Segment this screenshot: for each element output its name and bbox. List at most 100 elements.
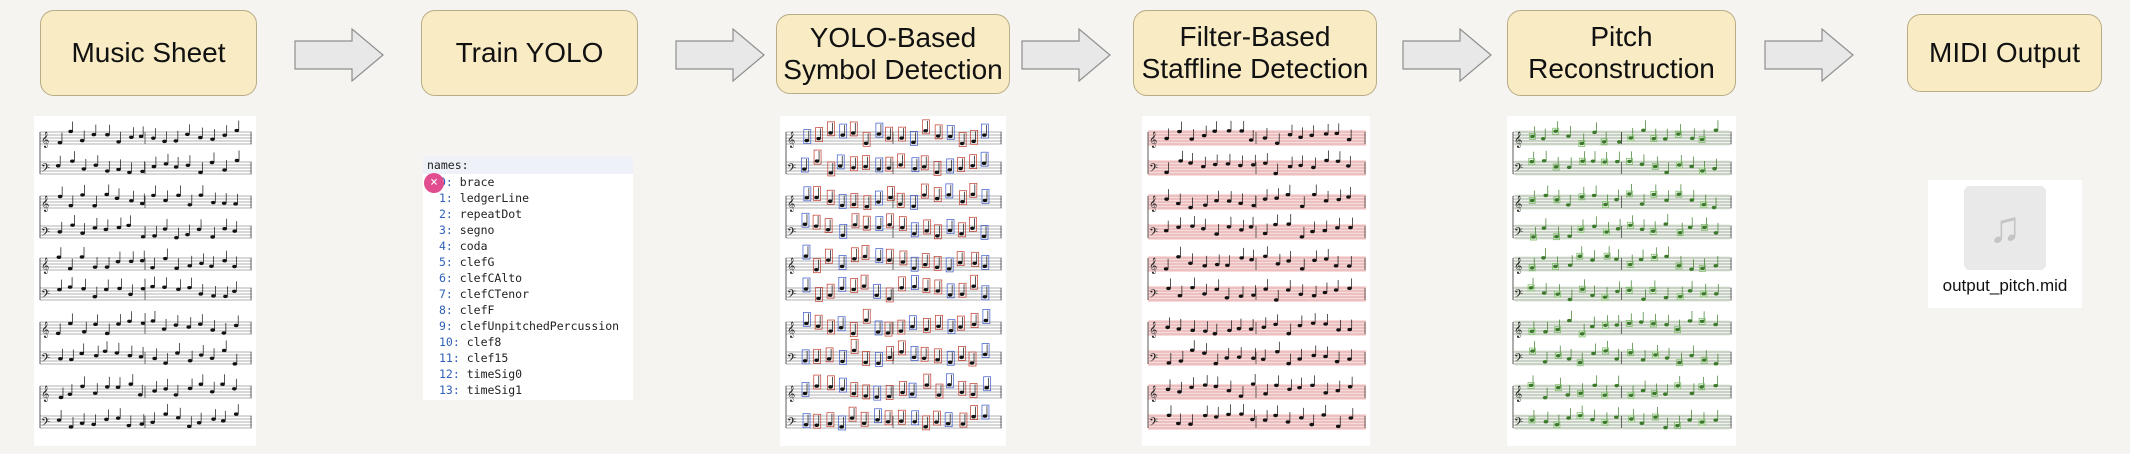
svg-text:𝄢: 𝄢 — [41, 288, 50, 304]
arrow-3 — [1021, 28, 1111, 82]
svg-text:𝄢: 𝄢 — [1514, 288, 1523, 304]
class-name: clef8 — [466, 335, 502, 349]
svg-text:𝄢: 𝄢 — [41, 226, 50, 242]
svg-text:𝄢: 𝄢 — [41, 162, 50, 178]
svg-text:𝄢: 𝄢 — [1514, 352, 1523, 368]
sheet-pitch-reconstruction: 𝄞𝄢𝄞𝄢𝄞𝄢𝄞𝄢𝄞𝄢 — [1507, 116, 1736, 446]
class-index: 12: — [439, 367, 460, 381]
arrow-4 — [1402, 28, 1492, 82]
sheet-staffline-detection: 𝄞𝄢𝄞𝄢𝄞𝄢𝄞𝄢𝄞𝄢 — [1142, 116, 1370, 446]
staff-system: 𝄞𝄢 — [39, 184, 252, 242]
arrow-1 — [294, 28, 384, 82]
staff-system: 𝄞𝄢 — [785, 308, 1002, 368]
svg-text:𝄢: 𝄢 — [787, 288, 796, 304]
staff-system: 𝄞𝄢 — [1147, 184, 1366, 242]
svg-text:𝄢: 𝄢 — [1514, 162, 1523, 178]
class-name: clefCTenor — [459, 287, 530, 301]
staff-system: 𝄞𝄢 — [1147, 246, 1366, 304]
close-icon: × — [424, 173, 444, 193]
stage-symbol-detection: YOLO-Based Symbol Detection — [776, 14, 1010, 94]
svg-text:𝄢: 𝄢 — [787, 226, 796, 242]
stage-train-yolo: Train YOLO — [421, 10, 638, 96]
class-index: 3: — [439, 223, 453, 237]
arrow-2 — [675, 28, 765, 82]
staff-system: 𝄞𝄢 — [39, 247, 252, 304]
staff-system: 𝄞𝄢 — [1512, 310, 1732, 368]
class-index: 10: — [439, 335, 460, 349]
svg-text:𝄞: 𝄞 — [787, 258, 795, 274]
class-entry: 10: clef8 — [423, 334, 633, 350]
staff-system: 𝄞𝄢 — [39, 120, 252, 178]
svg-text:𝄞: 𝄞 — [1514, 196, 1522, 212]
class-name: clefUnpitchedPercussion — [459, 319, 620, 333]
svg-text:𝄞: 𝄞 — [41, 322, 49, 338]
class-index: 8: — [439, 303, 453, 317]
class-index: 7: — [439, 287, 453, 301]
svg-text:𝄞: 𝄞 — [1514, 322, 1522, 338]
music-note-icon: ♫ — [1964, 186, 2046, 270]
class-entry: 0: brace — [423, 174, 633, 190]
staff-system: 𝄞𝄢 — [1147, 374, 1366, 432]
class-entry: 4: coda — [423, 238, 633, 254]
class-entry: 6: clefCAlto — [423, 270, 633, 286]
class-name: clefG — [459, 255, 495, 269]
class-entry: 12: timeSig0 — [423, 366, 633, 382]
class-index: 11: — [439, 351, 460, 365]
staff-system: 𝄞𝄢 — [785, 182, 1002, 242]
svg-text:𝄞: 𝄞 — [787, 196, 795, 212]
class-name: repeatDot — [459, 207, 523, 221]
svg-text:𝄢: 𝄢 — [41, 352, 50, 368]
class-index: 5: — [439, 255, 453, 269]
svg-text:𝄞: 𝄞 — [1149, 322, 1157, 338]
class-name: clef15 — [466, 351, 509, 365]
svg-text:𝄞: 𝄞 — [41, 386, 49, 402]
svg-text:𝄢: 𝄢 — [1149, 162, 1158, 178]
class-entry: 5: clefG — [423, 254, 633, 270]
class-name: brace — [459, 175, 495, 189]
staff-system: 𝄞𝄢 — [39, 374, 252, 432]
class-index: 4: — [439, 239, 453, 253]
class-entry: 7: clefCTenor — [423, 286, 633, 302]
svg-text:𝄢: 𝄢 — [1514, 226, 1523, 242]
class-entry: 11: clef15 — [423, 350, 633, 366]
staff-system: 𝄞𝄢 — [785, 373, 1002, 432]
svg-text:𝄢: 𝄢 — [1149, 226, 1158, 242]
svg-text:𝄞: 𝄞 — [787, 386, 795, 402]
staff-system: 𝄞𝄢 — [39, 310, 252, 368]
class-name: coda — [459, 239, 488, 253]
svg-text:𝄞: 𝄞 — [1514, 386, 1522, 402]
stage-music-sheet: Music Sheet — [40, 10, 257, 96]
svg-text:𝄞: 𝄞 — [1149, 258, 1157, 274]
svg-text:𝄞: 𝄞 — [787, 322, 795, 338]
staff-system: 𝄞𝄢 — [1512, 184, 1732, 242]
svg-text:𝄞: 𝄞 — [41, 258, 49, 274]
class-name: clefCAlto — [459, 271, 523, 285]
svg-text:𝄢: 𝄢 — [41, 416, 50, 432]
class-name: timeSig0 — [466, 367, 523, 381]
class-entry: 1: ledgerLine — [423, 190, 633, 206]
class-index: 6: — [439, 271, 453, 285]
svg-text:𝄢: 𝄢 — [1149, 288, 1158, 304]
svg-text:𝄞: 𝄞 — [1149, 132, 1157, 148]
stage-staffline-detection: Filter-Based Staffline Detection — [1133, 10, 1377, 96]
stage-midi-output: MIDI Output — [1907, 14, 2102, 92]
staff-system: 𝄞𝄢 — [1512, 375, 1732, 432]
midi-file[interactable]: ♫ output_pitch.mid — [1928, 180, 2082, 308]
stage-pitch-reconstruction: Pitch Reconstruction — [1507, 10, 1736, 96]
staff-system: 𝄞𝄢 — [1147, 120, 1366, 178]
svg-text:𝄢: 𝄢 — [1149, 416, 1158, 432]
class-name: timeSig1 — [466, 383, 523, 397]
class-name: clefF — [459, 303, 495, 317]
svg-text:𝄢: 𝄢 — [1514, 416, 1523, 432]
staff-system: 𝄞𝄢 — [1512, 120, 1732, 178]
staff-system: 𝄞𝄢 — [785, 244, 1002, 304]
svg-text:𝄢: 𝄢 — [787, 162, 796, 178]
svg-text:𝄞: 𝄞 — [41, 196, 49, 212]
class-entry: 8: clefF — [423, 302, 633, 318]
class-index: 2: — [439, 207, 453, 221]
class-entry: 3: segno — [423, 222, 633, 238]
staff-system: 𝄞𝄢 — [1512, 246, 1732, 304]
class-index: 1: — [439, 191, 453, 205]
arrow-5 — [1764, 28, 1854, 82]
svg-text:𝄞: 𝄞 — [1514, 258, 1522, 274]
